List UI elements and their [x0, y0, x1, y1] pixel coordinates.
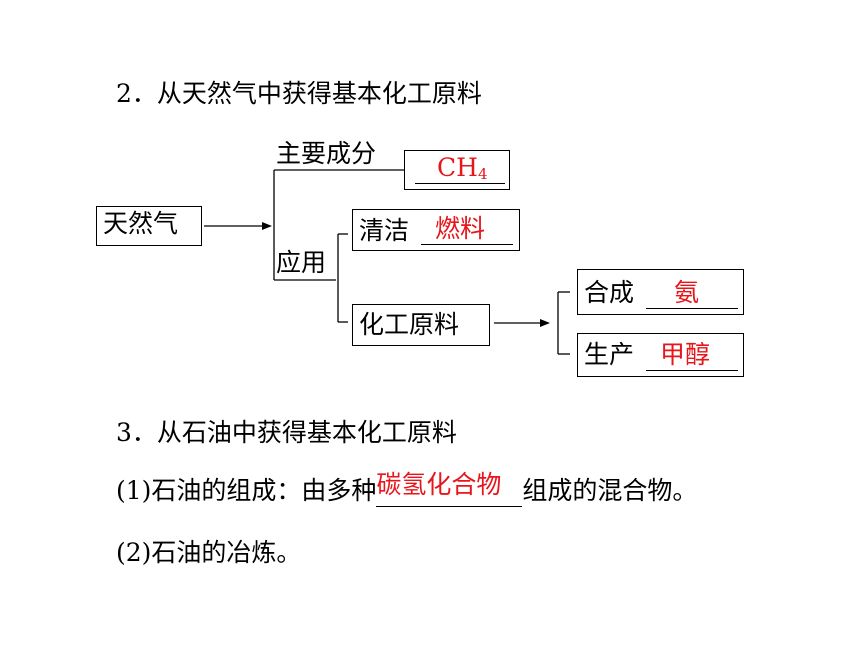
chemical-raw-material-box: 化工原料 [352, 304, 490, 346]
root-box-natural-gas: 天然气 [96, 206, 202, 246]
item-1-suffix: 组成的混合物。 [522, 476, 698, 505]
synthesis-answer: 氨 [674, 278, 700, 307]
item-1-blank: 碳氢化合物 [376, 470, 523, 507]
produce-blank [646, 370, 738, 371]
section-3-item-2: (2)石油的冶炼。 [116, 538, 302, 567]
clean-fuel-answer: 燃料 [435, 214, 486, 243]
produce-answer: 甲醇 [660, 340, 711, 369]
synthesis-label: 合成 [584, 278, 635, 307]
produce-label: 生产 [584, 340, 635, 369]
branch-application-label: 应用 [276, 248, 327, 277]
section-3-title: 3．从石油中获得基本化工原料 [116, 418, 457, 447]
branch-main-component-label: 主要成分 [276, 139, 377, 168]
formula-text: CH [437, 153, 478, 182]
clean-fuel-label: 清洁 [359, 216, 410, 245]
clean-fuel-blank [421, 244, 513, 245]
clean-fuel-box: 清洁 燃料 [352, 209, 520, 251]
synthesis-blank [646, 308, 738, 309]
section-3-item-1: (1)石油的组成：由多种碳氢化合物组成的混合物。 [116, 470, 698, 507]
formula-subscript: 4 [477, 165, 488, 183]
main-component-answer: CH4 [437, 153, 487, 189]
section-2-title: 2．从天然气中获得基本化工原料 [116, 79, 482, 108]
main-component-blank [415, 183, 505, 184]
item-1-answer: 碳氢化合物 [376, 470, 502, 499]
synthesis-box: 合成 氨 [577, 269, 744, 315]
main-component-box: CH4 [404, 150, 510, 190]
produce-box: 生产 甲醇 [577, 333, 744, 377]
item-1-prefix: (1)石油的组成：由多种 [116, 476, 377, 505]
